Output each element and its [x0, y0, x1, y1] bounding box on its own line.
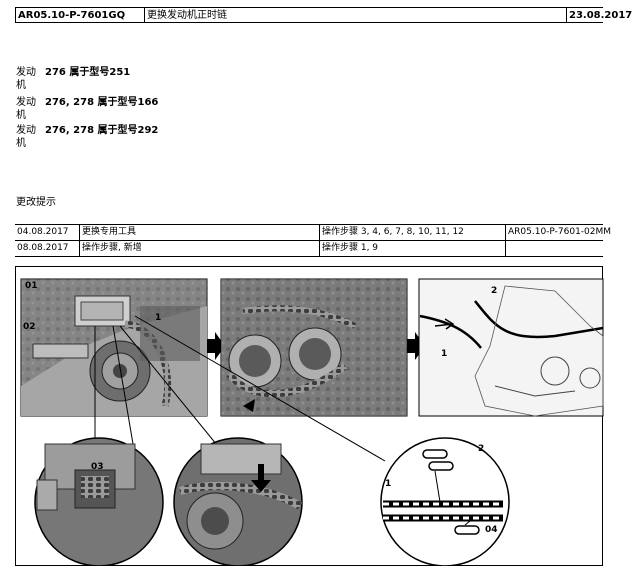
callout-2: 2 — [478, 444, 484, 454]
change-date: 04.08.2017 — [15, 225, 80, 240]
change-text: 操作步骤, 新增 — [80, 241, 320, 256]
engine-value: 276, 278 属于型号292 — [45, 125, 159, 136]
change-steps: 操作步骤 1, 9 — [320, 241, 506, 256]
changes-title: 更改提示 — [16, 197, 56, 208]
timing-chain-figure: 01 02 1 2 1 03 2 1 04 — [15, 266, 604, 566]
doc-date: 23.08.2017 — [569, 10, 632, 21]
doc-title: 更换发动机正时链 — [145, 8, 567, 22]
change-ref: AR05.10-P-7601-02MM — [508, 227, 612, 237]
engine-label: 发动机 — [16, 125, 36, 149]
table-row: 08.08.2017 操作步骤, 新增 操作步骤 1, 9 — [15, 241, 603, 257]
change-steps: 操作步骤 3, 4, 6, 7, 8, 10, 11, 12 — [320, 225, 506, 240]
change-text: 更换专用工具 — [80, 225, 320, 240]
step-arrow-icon — [207, 332, 225, 360]
callout-03: 03 — [91, 462, 104, 472]
detail-zoom-tool — [34, 437, 164, 566]
callout-1: 1 — [385, 479, 391, 489]
callout-1: 1 — [441, 349, 447, 359]
engine-label: 发动机 — [16, 67, 36, 91]
engine-value: 276 属于型号251 — [45, 67, 131, 78]
detail-zoom-chain-separation — [173, 437, 303, 566]
callout-1: 1 — [155, 313, 161, 323]
line-drawing-chain-routing — [418, 278, 604, 417]
callout-04: 04 — [485, 525, 498, 535]
engine-value: 276, 278 属于型号166 — [45, 97, 159, 108]
document-header: AR05.10-P-7601GQ 更换发动机正时链 23.08.2017 — [15, 7, 632, 23]
detail-zoom-chain-link — [380, 437, 510, 566]
photo-panel-camshaft-sprockets — [220, 278, 408, 417]
callout-02: 02 — [23, 322, 36, 332]
changes-table: 04.08.2017 更换专用工具 操作步骤 3, 4, 6, 7, 8, 10… — [15, 224, 612, 257]
change-date: 08.08.2017 — [15, 241, 80, 256]
callout-2: 2 — [491, 286, 497, 296]
step-arrow-icon — [407, 332, 425, 360]
doc-id: AR05.10-P-7601GQ — [16, 8, 145, 22]
engine-label: 发动机 — [16, 97, 36, 121]
change-ref — [506, 241, 603, 256]
table-row: 04.08.2017 更换专用工具 操作步骤 3, 4, 6, 7, 8, 10… — [15, 225, 612, 241]
photo-panel-tool-mounted — [20, 278, 208, 417]
callout-01: 01 — [25, 281, 38, 291]
